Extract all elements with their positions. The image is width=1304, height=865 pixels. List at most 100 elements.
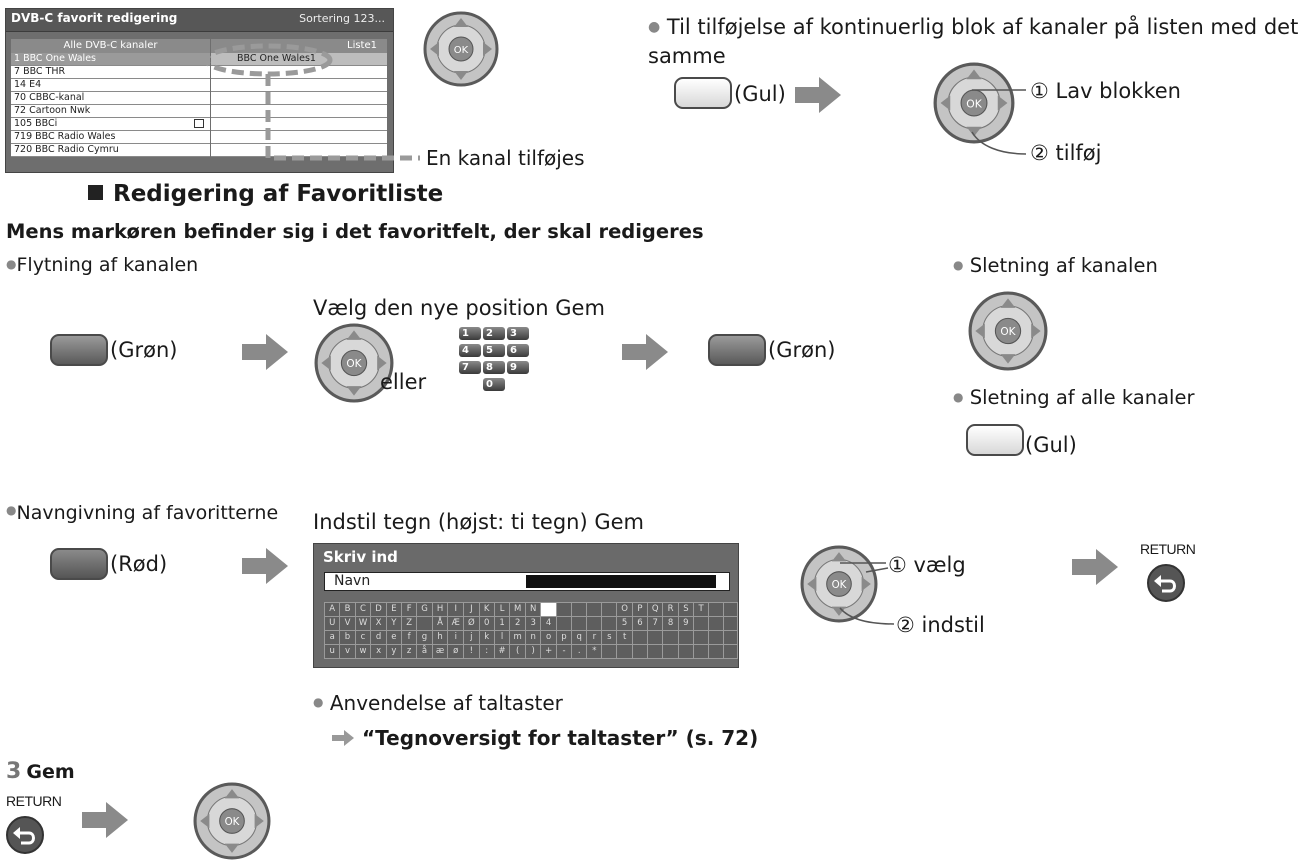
character-key[interactable]: F — [400, 602, 418, 617]
character-key[interactable]: 6 — [631, 616, 649, 631]
numpad-key[interactable]: 1 — [459, 327, 481, 340]
character-key[interactable]: C — [354, 602, 372, 617]
character-key[interactable]: ( — [509, 644, 527, 659]
character-key[interactable] — [571, 616, 588, 631]
character-key[interactable]: Y — [385, 616, 403, 631]
character-key[interactable]: y — [385, 644, 403, 659]
character-key[interactable] — [601, 602, 618, 617]
character-key[interactable] — [692, 616, 710, 631]
numpad-key[interactable]: 5 — [483, 344, 505, 357]
character-key[interactable] — [692, 644, 710, 659]
favorite-item[interactable] — [211, 131, 387, 144]
dpad-ok-icon[interactable]: OK — [314, 323, 394, 403]
character-key[interactable] — [601, 616, 618, 631]
character-key[interactable] — [692, 630, 710, 645]
character-key[interactable]: v — [339, 644, 356, 659]
favorite-item[interactable] — [211, 105, 387, 118]
numpad-key[interactable]: 2 — [483, 327, 505, 340]
character-key[interactable]: æ — [431, 644, 449, 659]
character-key[interactable]: I — [447, 602, 465, 617]
name-field[interactable]: Navn — [324, 572, 730, 591]
character-key[interactable]: Å — [431, 616, 449, 631]
character-key[interactable]: a — [323, 630, 341, 645]
list-item[interactable]: 14 E4 — [11, 79, 210, 92]
character-key[interactable] — [601, 644, 618, 659]
character-key[interactable]: O — [616, 602, 633, 617]
character-key[interactable] — [722, 602, 738, 617]
return-icon[interactable] — [5, 815, 45, 855]
character-key[interactable]: 4 — [540, 616, 557, 631]
character-key[interactable]: 0 — [478, 616, 495, 631]
numpad-key[interactable]: 0 — [483, 378, 505, 391]
list-item[interactable]: 1 BBC One Wales — [11, 53, 210, 66]
character-key[interactable]: j — [463, 630, 480, 645]
character-key[interactable]: P — [631, 602, 649, 617]
character-key[interactable] — [708, 630, 724, 645]
list-item[interactable]: 720 BBC Radio Cymru — [11, 144, 210, 157]
numpad-key[interactable]: 9 — [507, 361, 529, 374]
list-item[interactable]: 7 BBC THR — [11, 66, 210, 79]
character-key[interactable]: r — [586, 630, 603, 645]
character-key[interactable]: Æ — [447, 616, 465, 631]
character-key[interactable]: + — [540, 644, 557, 659]
character-key[interactable]: L — [493, 602, 511, 617]
red-button[interactable] — [50, 548, 108, 580]
character-key[interactable] — [708, 602, 724, 617]
character-key[interactable]: s — [601, 630, 618, 645]
character-key[interactable]: G — [416, 602, 433, 617]
character-key[interactable]: U — [323, 616, 341, 631]
character-key[interactable]: X — [370, 616, 387, 631]
character-key[interactable]: z — [400, 644, 418, 659]
character-key[interactable]: q — [571, 630, 588, 645]
yellow-button[interactable] — [966, 424, 1024, 456]
dpad-ok-icon[interactable]: OK — [423, 11, 499, 87]
character-key[interactable]: å — [416, 644, 433, 659]
character-key[interactable]: p — [555, 630, 573, 645]
character-key[interactable]: 3 — [525, 616, 542, 631]
character-key[interactable] — [416, 616, 433, 631]
favorite-item[interactable] — [211, 118, 387, 131]
character-key[interactable]: A — [323, 602, 341, 617]
character-key[interactable]: e — [385, 630, 403, 645]
character-key[interactable]: Z — [400, 616, 418, 631]
character-key[interactable]: w — [354, 644, 372, 659]
list-item[interactable]: 72 Cartoon Nwk — [11, 105, 210, 118]
character-key[interactable]: u — [323, 644, 341, 659]
character-key[interactable] — [708, 616, 724, 631]
character-key[interactable]: . — [571, 644, 588, 659]
character-key[interactable] — [586, 616, 603, 631]
dpad-ok-icon[interactable]: OK — [968, 291, 1048, 371]
character-key[interactable]: H — [431, 602, 449, 617]
reference-link[interactable]: “Tegnoversigt for taltaster” (s. 72) — [332, 726, 758, 750]
character-key[interactable]: Q — [647, 602, 664, 617]
numpad-key[interactable]: 7 — [459, 361, 481, 374]
character-key[interactable]: g — [416, 630, 433, 645]
green-button[interactable] — [50, 334, 108, 366]
character-key[interactable] — [571, 602, 588, 617]
character-key[interactable]: K — [478, 602, 495, 617]
character-key[interactable]: M — [509, 602, 527, 617]
character-key[interactable] — [722, 630, 738, 645]
character-key[interactable] — [662, 644, 679, 659]
character-key[interactable]: d — [370, 630, 387, 645]
green-button[interactable] — [708, 334, 766, 366]
character-key[interactable]: 1 — [493, 616, 511, 631]
character-key[interactable]: S — [677, 602, 695, 617]
character-key[interactable]: E — [385, 602, 403, 617]
character-key[interactable] — [616, 644, 633, 659]
yellow-button[interactable] — [674, 77, 732, 109]
character-key[interactable] — [647, 630, 664, 645]
character-key[interactable]: W — [354, 616, 372, 631]
character-key[interactable]: R — [662, 602, 679, 617]
character-key[interactable] — [555, 602, 573, 617]
character-key[interactable]: # — [493, 644, 511, 659]
character-key[interactable] — [677, 644, 695, 659]
character-key[interactable] — [662, 630, 679, 645]
favorite-item[interactable]: BBC One Wales1 — [211, 53, 387, 66]
character-key[interactable]: t — [616, 630, 633, 645]
character-key[interactable]: Ø — [463, 616, 480, 631]
character-key[interactable] — [586, 602, 603, 617]
character-key[interactable]: o — [540, 630, 557, 645]
favorite-item[interactable] — [211, 79, 387, 92]
character-key[interactable]: x — [370, 644, 387, 659]
